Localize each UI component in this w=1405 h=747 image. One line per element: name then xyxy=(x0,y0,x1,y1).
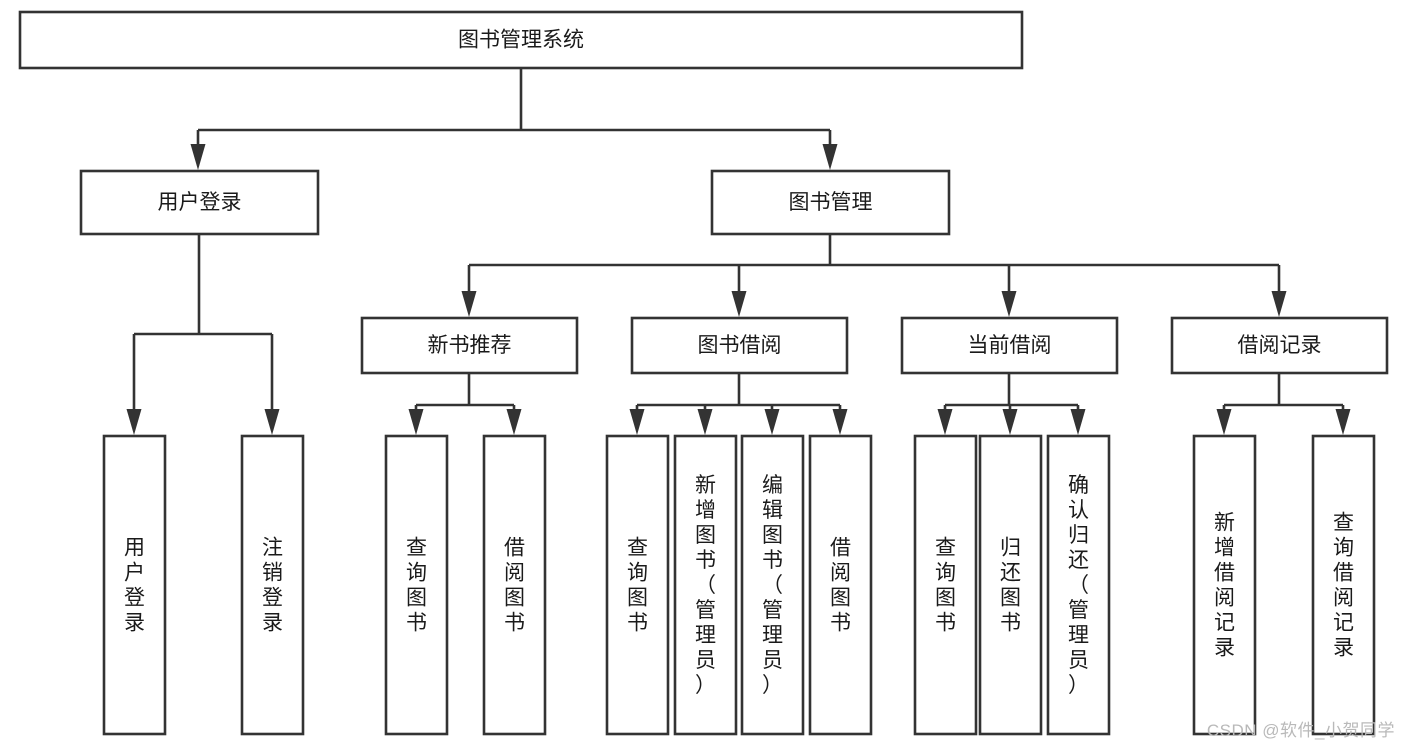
connector-bus-current-borrow xyxy=(937,373,1086,435)
node-leaf-add-record[interactable]: 新增借阅记录 xyxy=(1192,434,1257,736)
connector-bus-book-borrow xyxy=(629,373,848,435)
node-box[interactable] xyxy=(360,316,579,375)
node-box[interactable] xyxy=(79,169,320,236)
node-label: 当前借阅 xyxy=(968,334,1052,357)
node-label: 用户登录 xyxy=(124,537,145,635)
node-leaf-borrow-book-1[interactable]: 借阅图书 xyxy=(482,434,547,736)
node-box[interactable] xyxy=(482,434,547,736)
arrow-head-icon xyxy=(937,409,953,435)
node-book-borrow[interactable]: 图书借阅 xyxy=(630,316,849,375)
arrow-head-icon xyxy=(697,409,713,435)
node-box[interactable] xyxy=(102,434,167,736)
node-leaf-return-book[interactable]: 归还图书 xyxy=(978,434,1043,736)
node-box[interactable] xyxy=(913,434,978,736)
node-leaf-query-record[interactable]: 查询借阅记录 xyxy=(1311,434,1376,736)
nodes-layer: 图书管理系统用户登录图书管理新书推荐图书借阅当前借阅借阅记录用户登录注销登录查询… xyxy=(18,10,1389,736)
node-label: 注销登录 xyxy=(262,537,283,635)
node-label: 新增图书（管理员） xyxy=(695,474,716,697)
arrow-head-icon xyxy=(190,144,206,170)
node-label: 编辑图书（管理员） xyxy=(762,474,783,697)
node-user-login[interactable]: 用户登录 xyxy=(79,169,320,236)
connector-bus-new-book-rec xyxy=(408,373,522,435)
connectors-layer xyxy=(126,68,1351,435)
node-leaf-confirm-return[interactable]: 确认归还（管理员） xyxy=(1046,434,1111,736)
node-book-manage[interactable]: 图书管理 xyxy=(710,169,951,236)
arrow-head-icon xyxy=(461,291,477,317)
arrow-head-icon xyxy=(1001,291,1017,317)
node-leaf-user-login[interactable]: 用户登录 xyxy=(102,434,167,736)
node-label: 借阅记录 xyxy=(1238,334,1322,357)
csdn-watermark: CSDN @软件_小贺同学 xyxy=(1206,721,1395,740)
arrow-head-icon xyxy=(764,409,780,435)
node-label: 图书借阅 xyxy=(698,334,782,357)
connector-bus-root xyxy=(190,68,838,170)
node-label: 查询借阅记录 xyxy=(1333,512,1354,660)
arrow-head-icon xyxy=(264,409,280,435)
node-current-borrow[interactable]: 当前借阅 xyxy=(900,316,1119,375)
node-new-book-rec[interactable]: 新书推荐 xyxy=(360,316,579,375)
node-leaf-add-book[interactable]: 新增图书（管理员） xyxy=(673,434,738,736)
node-box[interactable] xyxy=(630,316,849,375)
node-box[interactable] xyxy=(1170,316,1389,375)
node-label: 查询图书 xyxy=(406,537,427,635)
node-label: 借阅图书 xyxy=(830,537,851,635)
node-box[interactable] xyxy=(1311,434,1376,736)
node-box[interactable] xyxy=(240,434,305,736)
arrow-head-icon xyxy=(832,409,848,435)
arrow-head-icon xyxy=(1216,409,1232,435)
node-label: 确认归还（管理员） xyxy=(1068,474,1089,697)
connector-bus-book-manage xyxy=(461,234,1287,317)
node-box[interactable] xyxy=(900,316,1119,375)
node-box[interactable] xyxy=(978,434,1043,736)
node-leaf-user-logout[interactable]: 注销登录 xyxy=(240,434,305,736)
arrow-head-icon xyxy=(822,144,838,170)
node-box[interactable] xyxy=(740,434,805,736)
node-box[interactable] xyxy=(605,434,670,736)
node-label: 查询图书 xyxy=(935,537,956,635)
node-box[interactable] xyxy=(18,10,1024,70)
arrow-head-icon xyxy=(731,291,747,317)
arrow-head-icon xyxy=(1070,409,1086,435)
arrow-head-icon xyxy=(506,409,522,435)
node-box[interactable] xyxy=(1192,434,1257,736)
node-leaf-query-book-1[interactable]: 查询图书 xyxy=(384,434,449,736)
node-box[interactable] xyxy=(673,434,738,736)
node-label: 归还图书 xyxy=(1000,537,1021,635)
arrow-head-icon xyxy=(126,409,142,435)
node-label: 图书管理系统 xyxy=(458,29,584,52)
arrow-head-icon xyxy=(629,409,645,435)
node-leaf-borrow-book-2[interactable]: 借阅图书 xyxy=(808,434,873,736)
node-label: 图书管理 xyxy=(789,191,873,214)
node-borrow-record[interactable]: 借阅记录 xyxy=(1170,316,1389,375)
node-box[interactable] xyxy=(808,434,873,736)
arrow-head-icon xyxy=(1271,291,1287,317)
node-label: 用户登录 xyxy=(158,191,242,214)
node-label: 新增借阅记录 xyxy=(1214,512,1235,660)
node-label: 新书推荐 xyxy=(428,334,512,357)
node-box[interactable] xyxy=(384,434,449,736)
node-box[interactable] xyxy=(710,169,951,236)
node-label: 借阅图书 xyxy=(504,537,525,635)
arrow-head-icon xyxy=(1002,409,1018,435)
node-label: 查询图书 xyxy=(627,537,648,635)
node-box[interactable] xyxy=(1046,434,1111,736)
arrow-head-icon xyxy=(1335,409,1351,435)
connector-bus-borrow-record xyxy=(1216,373,1351,435)
arrow-head-icon xyxy=(408,409,424,435)
node-root[interactable]: 图书管理系统 xyxy=(18,10,1024,70)
node-leaf-edit-book[interactable]: 编辑图书（管理员） xyxy=(740,434,805,736)
node-leaf-query-book-2[interactable]: 查询图书 xyxy=(605,434,670,736)
node-leaf-query-book-3[interactable]: 查询图书 xyxy=(913,434,978,736)
connector-bus-user-login xyxy=(126,234,280,435)
